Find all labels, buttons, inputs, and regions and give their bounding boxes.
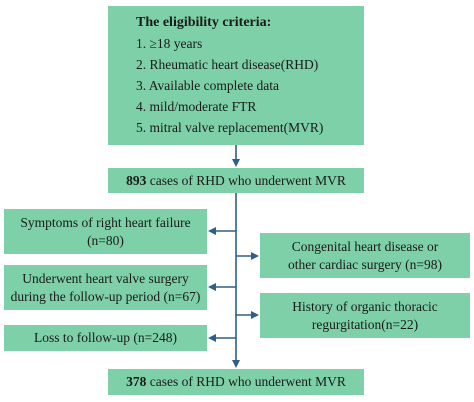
end-count: 378 <box>126 374 147 389</box>
exclusion-rhf-line1: Symptoms of right heart failure <box>20 214 191 230</box>
exclusion-congenital: Congenital heart disease or other cardia… <box>260 233 470 278</box>
exclusion-valve-line2: during the follow-up period (n=67) <box>10 288 201 304</box>
exclusion-congenital-line1: Congenital heart disease or <box>291 238 439 254</box>
criteria-title: The eligibility criteria: <box>136 15 272 30</box>
exclusion-loss-line1: Loss to follow-up (n=248) <box>34 330 177 345</box>
exclusion-thoracic-line1: History of organic thoracic <box>292 298 438 314</box>
criteria-item-ftr: 4. mild/moderate FTR <box>136 99 257 114</box>
exclusion-congenital-line2: other cardiac surgery (n=98) <box>288 256 442 272</box>
eligibility-criteria-box: The eligibility criteria: 1. ≥18 years 2… <box>108 6 364 145</box>
exclusion-rhf-line2: (n=80) <box>87 232 124 248</box>
exclusion-right-heart-failure: Symptoms of right heart failure (n=80) <box>4 209 207 254</box>
start-text: cases of RHD who underwent MVR <box>146 172 346 188</box>
criteria-item-data: 3. Available complete data <box>136 78 279 93</box>
exclusion-valve-surgery: Underwent heart valve surgery during the… <box>4 265 207 310</box>
criteria-item-mvr: 5. mitral valve replacement(MVR) <box>136 120 324 135</box>
start-count: 893 <box>126 172 147 188</box>
start-cohort-box: 893 cases of RHD who underwent MVR <box>108 168 364 193</box>
exclusion-thoracic-line2: regurgitation(n=22) <box>311 316 419 332</box>
criteria-item-age: 1. ≥18 years <box>136 36 203 51</box>
exclusion-thoracic: History of organic thoracic regurgitatio… <box>260 293 470 338</box>
exclusion-valve-line1: Underwent heart valve surgery <box>22 270 189 286</box>
criteria-item-rhd: 2. Rheumatic heart disease(RHD) <box>136 57 319 72</box>
exclusion-loss-followup: Loss to follow-up (n=248) <box>4 325 207 351</box>
final-cohort-box: 378 cases of RHD who underwent MVR <box>108 369 364 395</box>
end-text: cases of RHD who underwent MVR <box>146 374 346 389</box>
